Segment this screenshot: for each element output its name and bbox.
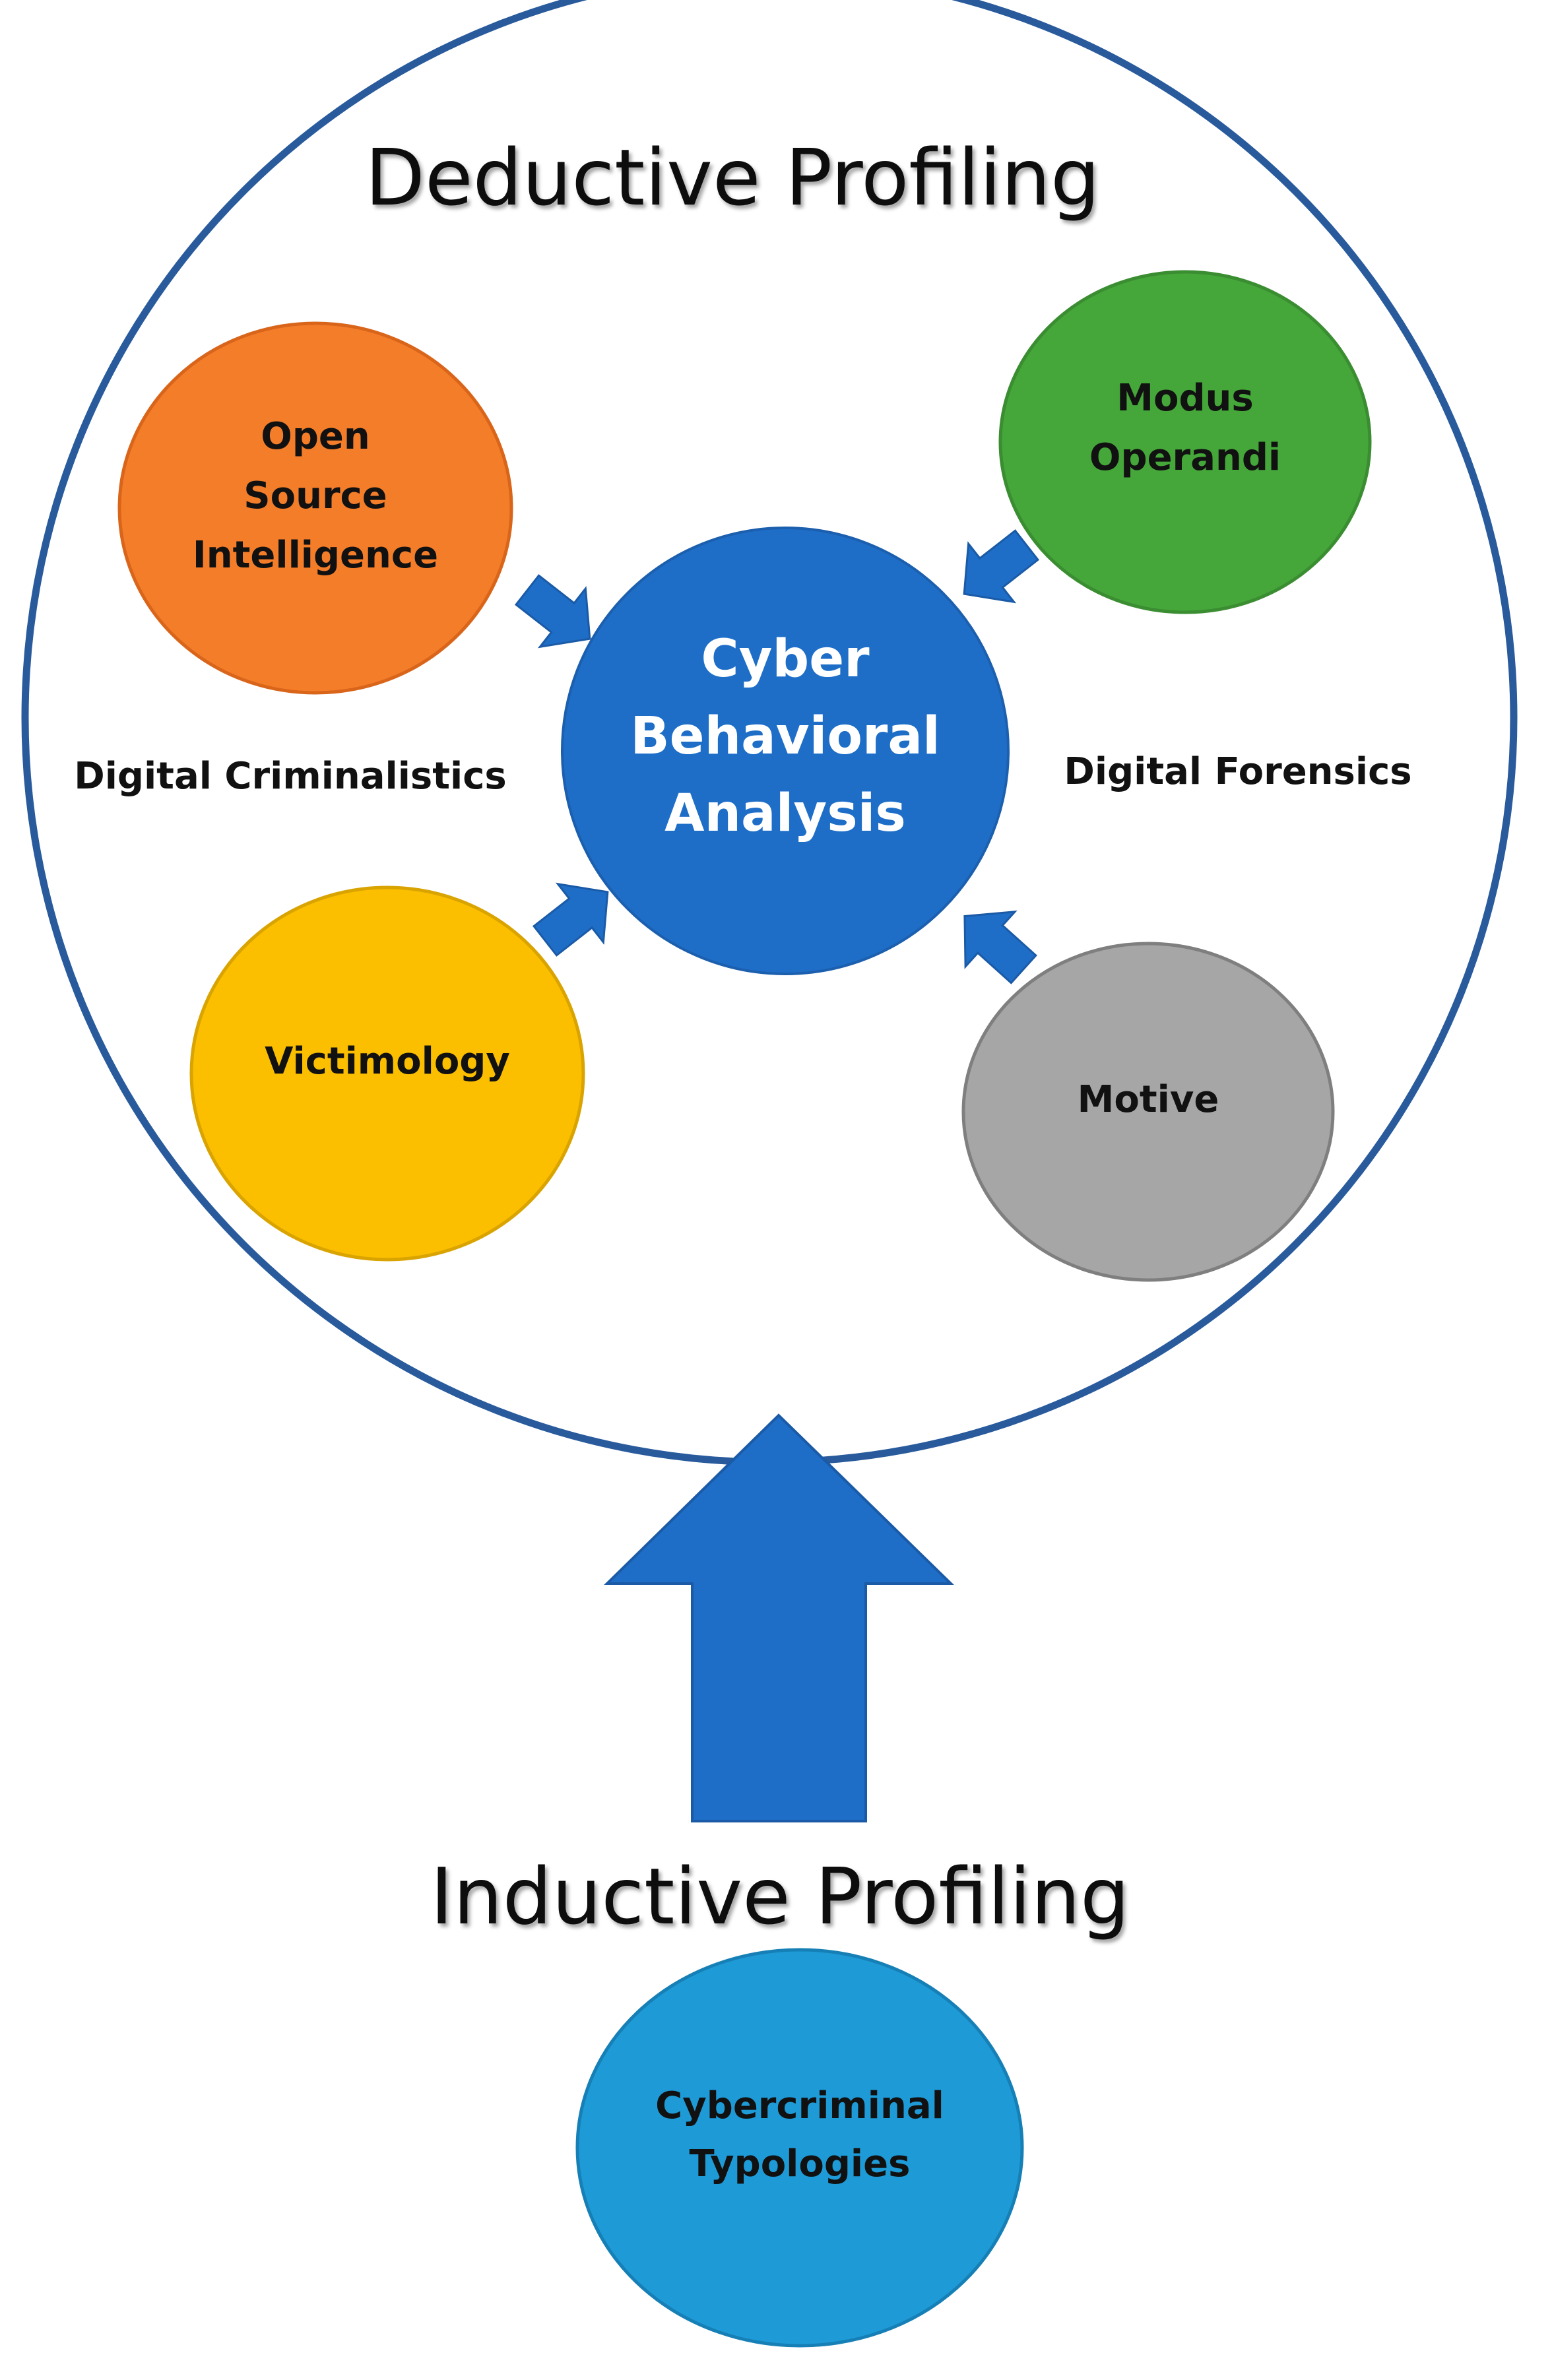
- big-up-arrow: [604, 1413, 954, 1822]
- typologies-label-line-1: Cybercriminal: [655, 2084, 944, 2127]
- digital-criminalistics-label: Digital Criminalistics: [74, 755, 507, 798]
- osint-label-line-3: Intelligence: [193, 534, 438, 577]
- arrow-modus-to-center: [963, 529, 1040, 604]
- arrow-victimology-to-center: [532, 882, 609, 957]
- osint-label-line-2: Source: [243, 474, 387, 517]
- victimology-label: Victimology: [265, 1040, 510, 1083]
- typologies-label-line-2: Typologies: [690, 2142, 911, 2185]
- modus-operandi-node: [998, 270, 1372, 614]
- motive-label: Motive: [1078, 1078, 1219, 1121]
- deductive-title: Deductive Profiling: [365, 132, 1100, 223]
- arrow-osint-to-center: [514, 574, 591, 649]
- inductive-title: Inductive Profiling: [430, 1851, 1130, 1942]
- motive-node: [961, 942, 1335, 1282]
- typologies-node: [575, 1948, 1024, 2348]
- osint-label-line-1: Open: [261, 415, 370, 458]
- modus-label-line-2: Operandi: [1089, 436, 1281, 479]
- digital-forensics-label: Digital Forensics: [1064, 750, 1411, 793]
- center-label-line-3: Analysis: [664, 784, 906, 843]
- arrow-motive-to-center: [963, 910, 1037, 984]
- victimology-node: [189, 885, 585, 1262]
- osint-node: [117, 321, 513, 695]
- modus-label-line-1: Modus: [1116, 377, 1253, 420]
- center-label-line-2: Behavioral: [630, 707, 940, 766]
- center-label-line-1: Cyber: [701, 629, 870, 689]
- center-node: [561, 527, 1010, 975]
